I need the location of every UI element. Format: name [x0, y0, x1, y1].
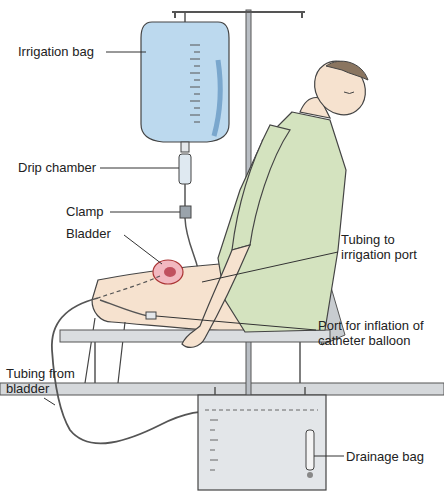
drainage-tubing	[52, 298, 215, 443]
pole-hook-bar	[172, 11, 305, 13]
part-label: Drip chamber	[18, 160, 108, 175]
drainage-scale	[210, 420, 218, 470]
pole-hooks	[175, 12, 302, 18]
catheter-internal	[98, 276, 160, 298]
balloon-port	[146, 312, 156, 319]
part-label: Bladder	[66, 226, 136, 241]
leader-lines	[44, 52, 344, 456]
leader-line	[202, 252, 338, 282]
bladder-lumen	[164, 267, 176, 277]
part-label: Tubing from bladder	[6, 366, 90, 396]
leader-line	[124, 235, 162, 264]
patient-gown	[218, 112, 346, 332]
leader-line	[44, 398, 55, 405]
roller-clamp	[180, 206, 191, 218]
part-label: Clamp	[66, 204, 126, 219]
drip-chamber	[179, 154, 191, 184]
bag-shading	[214, 60, 220, 136]
bag-fill-line	[205, 410, 318, 411]
leader-line	[106, 52, 146, 53]
part-label: Drainage bag	[346, 449, 442, 464]
bag-spike	[181, 142, 189, 152]
drain-valve	[306, 430, 314, 470]
leader-line	[156, 316, 316, 330]
leader-line	[110, 212, 180, 213]
lower-leg	[85, 318, 125, 383]
bag-scale	[190, 45, 200, 122]
part-label: Tubing to irrigation port	[341, 232, 444, 262]
balloon-port-tube	[100, 300, 148, 316]
forearm	[182, 245, 250, 347]
drainage-bag-body	[198, 395, 326, 490]
bag-hooks	[215, 387, 305, 395]
gown-sleeve	[232, 125, 290, 250]
bladder	[153, 260, 183, 284]
hair	[326, 61, 368, 80]
leader-line	[314, 456, 344, 457]
part-label: Irrigation bag	[18, 44, 118, 59]
head	[304, 51, 375, 124]
chair-legs	[95, 342, 300, 383]
irrigation-bag-body	[141, 22, 229, 142]
leader-line	[100, 168, 179, 169]
valve-cap	[307, 472, 313, 478]
part-label: Port for inflation of catheter balloon	[318, 318, 442, 348]
bed-rail	[0, 383, 444, 395]
closed-eye	[344, 92, 354, 94]
bag-hanger	[184, 12, 186, 22]
